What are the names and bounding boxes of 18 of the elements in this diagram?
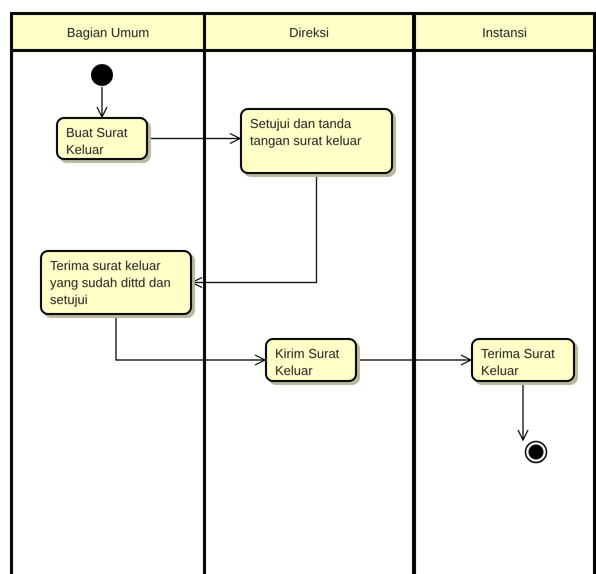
arrow [96, 87, 108, 118]
arrow [357, 354, 472, 366]
action-box: Terima Surat Keluar [471, 338, 575, 382]
final-node [524, 440, 548, 464]
swimlane [203, 12, 415, 574]
action-box: Terima surat keluar yang sudah dittd dan setujui [40, 250, 192, 315]
action-box: Buat Surat Keluar [56, 117, 148, 160]
swimlane [10, 12, 206, 574]
arrow [148, 132, 241, 144]
arrow [115, 315, 266, 366]
swimlane [413, 12, 596, 574]
arrow [517, 382, 529, 441]
lane-title: Bagian Umum [66, 24, 150, 40]
action-box: Setujui dan tanda tangan surat keluar [240, 108, 393, 174]
lane-title: Direksi [289, 24, 329, 40]
action-box: Kirim Surat Keluar [265, 338, 357, 382]
initial-node [90, 63, 114, 87]
lane-title: Instansi [482, 24, 527, 40]
